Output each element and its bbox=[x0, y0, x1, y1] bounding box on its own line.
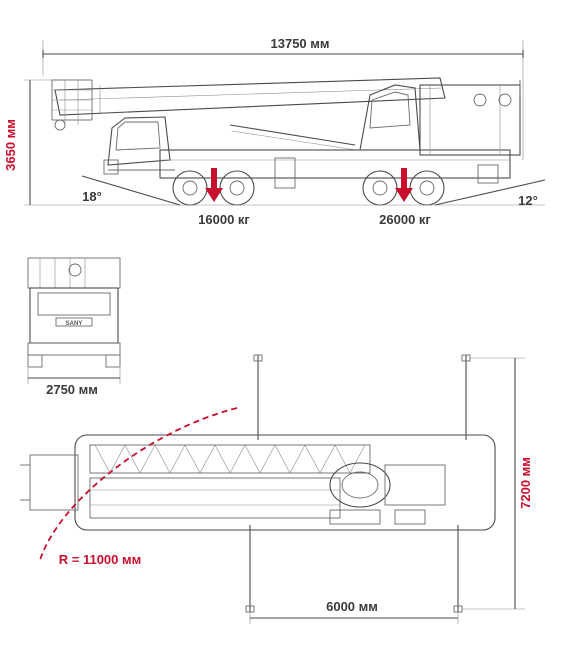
rear-axle-load-arrow bbox=[395, 168, 413, 202]
overall-length-label: 13750 мм bbox=[271, 36, 330, 51]
height-dimension: 3650 мм bbox=[3, 79, 60, 206]
outrigger-width-label: 7200 мм bbox=[518, 457, 533, 509]
departure-angle-label: 12° bbox=[518, 193, 538, 208]
turntable bbox=[329, 462, 446, 525]
swing-radius-arc bbox=[39, 407, 238, 561]
width-label: 2750 мм bbox=[46, 382, 98, 397]
carrier-body bbox=[74, 434, 496, 531]
front-grille bbox=[55, 317, 93, 327]
driver-cab bbox=[103, 116, 175, 175]
front-right-wheel bbox=[105, 354, 121, 368]
boom bbox=[51, 77, 446, 151]
chassis bbox=[159, 149, 511, 189]
departure-angle-line bbox=[434, 179, 546, 206]
approach-angle-line bbox=[81, 175, 181, 206]
outrigger-length-label: 6000 мм bbox=[326, 599, 378, 614]
front-axle-load-arrow bbox=[205, 168, 223, 202]
width-dimension bbox=[27, 368, 121, 384]
outrigger-width-dimension bbox=[462, 357, 525, 610]
front-view: SANY 2750 мм bbox=[27, 257, 121, 397]
brand-badge: SANY bbox=[66, 321, 83, 327]
swing-radius-label: R = 11000 мм bbox=[59, 552, 141, 567]
rear-axle-load-label: 26000 кг bbox=[379, 212, 431, 227]
front-left-wheel bbox=[27, 354, 43, 368]
boom-top bbox=[89, 444, 371, 519]
operator-cab bbox=[359, 80, 521, 156]
outrigger-length-dimension bbox=[249, 612, 459, 624]
height-label: 3650 мм bbox=[3, 119, 18, 171]
top-view: R = 11000 мм 7200 мм 6000 мм bbox=[20, 354, 533, 624]
side-view: 13750 мм 3650 мм bbox=[3, 36, 546, 227]
overall-length-dimension: 13750 мм bbox=[42, 36, 524, 160]
approach-angle-label: 18° bbox=[82, 189, 102, 204]
front-axle-load-label: 16000 кг bbox=[198, 212, 250, 227]
